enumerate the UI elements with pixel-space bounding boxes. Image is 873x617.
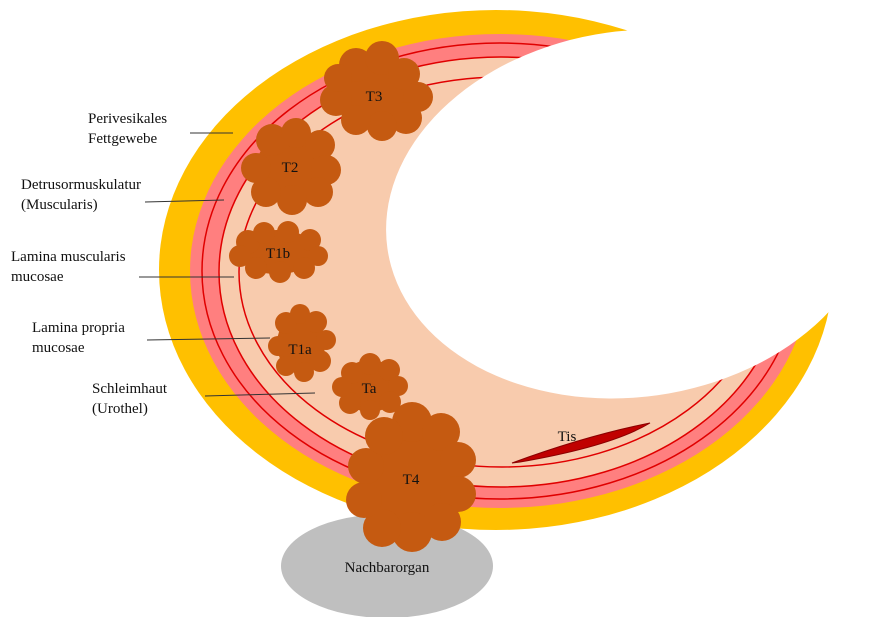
- tumor-t1b-label: T1b: [266, 246, 290, 262]
- label-detrusor: Detrusormuskulatur (Muscularis): [21, 177, 145, 213]
- tumor-t3-label: T3: [366, 89, 383, 105]
- tumor-t2-label: T2: [282, 160, 299, 176]
- label-muscularis-mucosae: Lamina muscularis mucosae: [11, 249, 129, 285]
- neighbor-organ-label: Nachbarorgan: [345, 560, 430, 576]
- tumor-t1a-label: T1a: [288, 342, 312, 358]
- tis-label: Tis: [558, 429, 577, 445]
- tumor-ta-label: Ta: [362, 381, 377, 397]
- label-perivesical-fat: Perivesikales Fettgewebe: [88, 111, 171, 147]
- tumor-t4-label: T4: [403, 472, 420, 488]
- label-lamina-propria: Lamina propria mucosae: [32, 320, 129, 356]
- label-urothel: Schleimhaut (Urothel): [92, 381, 171, 417]
